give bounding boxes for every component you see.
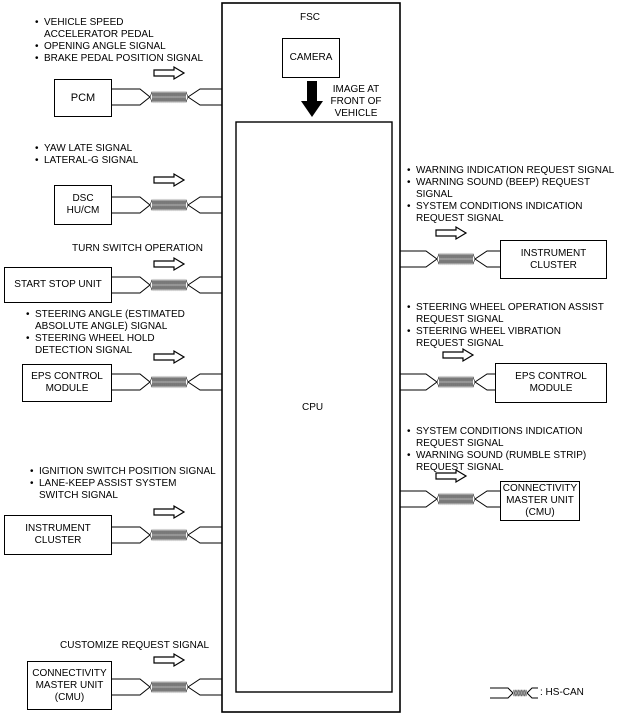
- eps-control-module-right-box: EPS CONTROL MODULE: [495, 363, 607, 403]
- list-item: YAW LATE SIGNAL: [35, 143, 138, 155]
- cmu-right-signal-list: SYSTEM CONDITIONS INDICATION REQUEST SIG…: [407, 426, 586, 474]
- list-item: SYSTEM CONDITIONS INDICATION REQUEST SIG…: [407, 426, 586, 450]
- image-note: IMAGE AT FRONT OF VEHICLE: [330, 84, 382, 119]
- list-item: LANE-KEEP ASSIST SYSTEM SWITCH SIGNAL: [30, 478, 216, 502]
- list-item: WARNING INDICATION REQUEST SIGNAL: [407, 165, 614, 177]
- camera-box: CAMERA: [282, 38, 340, 78]
- customize-request-signal: CUSTOMIZE REQUEST SIGNAL: [60, 640, 210, 651]
- eps-control-module-left-box: EPS CONTROL MODULE: [22, 364, 112, 402]
- list-item: STEERING ANGLE (ESTIMATED ABSOLUTE ANGLE…: [26, 309, 185, 333]
- instrument-left-signal-list: IGNITION SWITCH POSITION SIGNAL LANE-KEE…: [30, 466, 216, 502]
- legend-hs-can-label: : HS-CAN: [540, 687, 584, 698]
- list-item: STEERING WHEEL OPERATION ASSIST REQUEST …: [407, 302, 604, 326]
- pcm-box: PCM: [54, 79, 112, 117]
- list-item: LATERAL-G SIGNAL: [35, 155, 138, 167]
- left-direction-arrows: [153, 66, 185, 667]
- cpu-label: CPU: [302, 402, 324, 413]
- eps-left-signal-list: STEERING ANGLE (ESTIMATED ABSOLUTE ANGLE…: [26, 309, 185, 357]
- list-item: SYSTEM CONDITIONS INDICATION REQUEST SIG…: [407, 201, 614, 225]
- list-item: STEERING WHEEL VIBRATION REQUEST SIGNAL: [407, 326, 604, 350]
- instrument-cluster-left-box: INSTRUMENT CLUSTER: [4, 515, 112, 555]
- dsc-signal-list: YAW LATE SIGNAL LATERAL-G SIGNAL: [35, 143, 138, 167]
- pcm-signal-list: VEHICLE SPEED ACCELERATOR PEDAL OPENING …: [35, 17, 203, 65]
- fsc-title: FSC: [300, 12, 320, 23]
- cmu-left-box: CONNECTIVITY MASTER UNIT (CMU): [27, 661, 112, 710]
- turn-switch-signal: TURN SWITCH OPERATION: [72, 243, 203, 254]
- dsc-hu-cm-box: DSC HU/CM: [54, 185, 112, 225]
- list-item: WARNING SOUND (BEEP) REQUEST SIGNAL: [407, 177, 614, 201]
- instrument-cluster-right-box: INSTRUMENT CLUSTER: [500, 240, 607, 279]
- start-stop-unit-box: START STOP UNIT: [4, 267, 112, 303]
- list-item: WARNING SOUND (RUMBLE STRIP) REQUEST SIG…: [407, 450, 586, 474]
- list-item: STEERING WHEEL HOLD DETECTION SIGNAL: [26, 333, 185, 357]
- camera-image-arrow: [301, 81, 323, 117]
- eps-right-signal-list: STEERING WHEEL OPERATION ASSIST REQUEST …: [407, 302, 604, 350]
- cpu-box: [235, 121, 393, 693]
- cmu-right-box: CONNECTIVITY MASTER UNIT (CMU): [500, 481, 580, 521]
- list-item: OPENING ANGLE SIGNAL: [35, 41, 203, 53]
- list-item: VEHICLE SPEED ACCELERATOR PEDAL: [35, 17, 203, 41]
- instrument-right-signal-list: WARNING INDICATION REQUEST SIGNAL WARNIN…: [407, 165, 614, 225]
- fsc-box: [221, 2, 401, 713]
- legend-hs-can-symbol: [490, 687, 538, 699]
- list-item: BRAKE PEDAL POSITION SIGNAL: [35, 53, 203, 65]
- list-item: IGNITION SWITCH POSITION SIGNAL: [30, 466, 216, 478]
